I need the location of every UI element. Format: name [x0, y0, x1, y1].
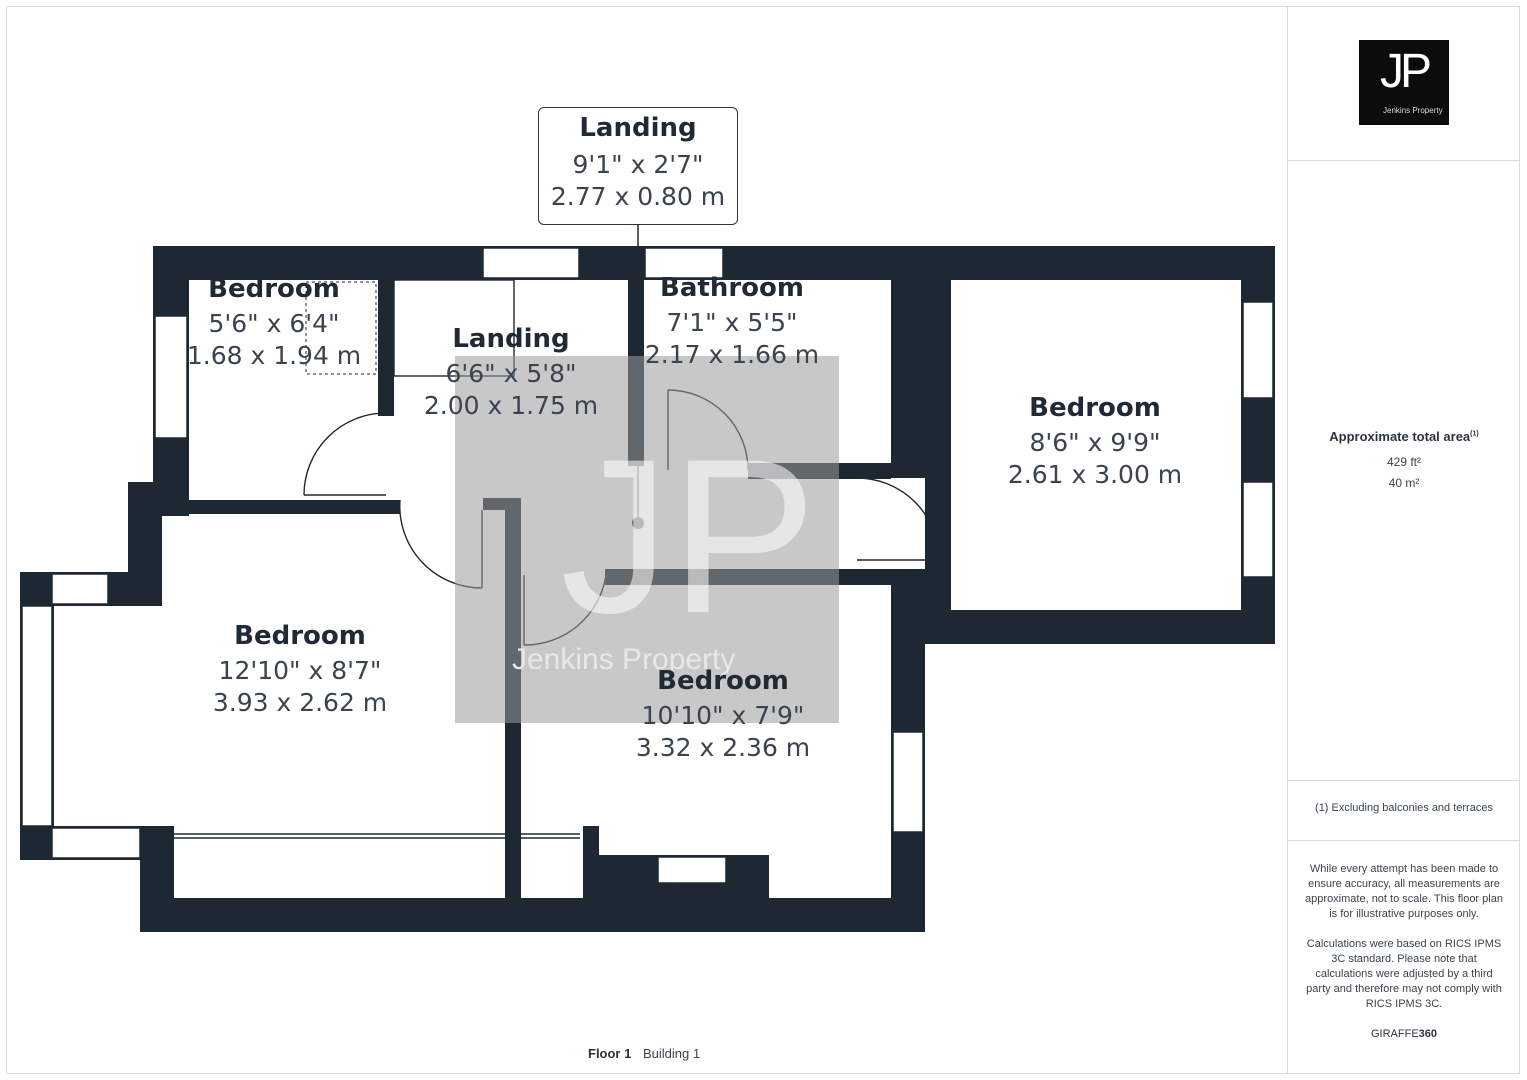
- room-label-bedroom-left: Bedroom 12'10" x 8'7" 3.93 x 2.62 m: [213, 621, 387, 719]
- area-title: Approximate total area: [1329, 429, 1471, 444]
- watermark-letters: JP: [560, 413, 817, 659]
- room-metric: 2.61 x 3.00 m: [1007, 460, 1183, 489]
- footnote: (1) Excluding balconies and terraces: [1315, 802, 1493, 814]
- area-m: 40 m²: [1388, 476, 1420, 490]
- room-label-bathroom: Bathroom 7'1" x 5'5" 2.17 x 1.66 m: [645, 273, 819, 371]
- brand-a: GIRAFFE: [1370, 1028, 1419, 1040]
- brand-mark: GIRAFFE360: [1288, 1028, 1520, 1040]
- room-imperial: 5'6" x 6'4": [208, 309, 340, 338]
- floor-name: Floor 1: [588, 1046, 632, 1061]
- watermark-box: [455, 356, 839, 723]
- sidebar-separator: [1288, 840, 1520, 841]
- room-label-landing: Landing 6'6" x 5'8" 2.00 x 1.75 m: [424, 324, 598, 422]
- room-name: Landing: [452, 324, 570, 354]
- sidebar-separator: [1288, 160, 1520, 161]
- room-name: Bedroom: [1029, 393, 1161, 423]
- logo-text: Jenkins Property: [1383, 106, 1443, 115]
- room-label-bedroom-small: Bedroom 5'6" x 6'4" 1.68 x 1.94 m: [187, 274, 361, 372]
- room-label-bedroom-right: Bedroom 8'6" x 9'9" 2.61 x 3.00 m: [1008, 393, 1182, 491]
- area-ft: 429 ft²: [1386, 455, 1422, 469]
- room-metric: 1.68 x 1.94 m: [186, 341, 362, 370]
- company-logo: JP Jenkins Property: [1359, 40, 1449, 125]
- room-imperial: 8'6" x 9'9": [1029, 428, 1161, 457]
- room-metric: 3.93 x 2.62 m: [212, 688, 388, 717]
- windows: [21, 247, 1274, 884]
- room-imperial: 6'6" x 5'8": [445, 359, 577, 388]
- room-imperial: 12'10" x 8'7": [218, 656, 382, 685]
- landing-callout: [538, 107, 738, 225]
- room-metric: 2.00 x 1.75 m: [423, 391, 599, 420]
- sidebar-divider: [1287, 6, 1288, 1074]
- plan-frame: [6, 6, 1520, 1074]
- room-metric: 2.17 x 1.66 m: [644, 340, 820, 369]
- logo-letters: JP: [1379, 45, 1432, 98]
- watermark-text: Jenkins Property: [512, 643, 736, 676]
- room-metric: 3.32 x 2.36 m: [635, 733, 811, 762]
- room-imperial: 7'1" x 5'5": [666, 308, 798, 337]
- room-imperial: 10'10" x 7'9": [641, 701, 805, 730]
- room-label-bedroom-middle: Bedroom 10'10" x 7'9" 3.32 x 2.36 m: [636, 666, 810, 764]
- room-name: Bedroom: [234, 621, 366, 651]
- room-metric: 2.77 x 0.80 m: [550, 182, 726, 211]
- sidebar-separator: [1288, 780, 1520, 781]
- building-name: Building 1: [642, 1046, 701, 1061]
- brand-b: 360: [1418, 1028, 1438, 1040]
- area-title-row: Approximate total area(1): [1288, 429, 1520, 444]
- room-name: Bedroom: [657, 666, 789, 696]
- room-imperial: 9'1" x 2'7": [572, 150, 704, 179]
- room-name: Bedroom: [208, 274, 340, 304]
- room-name: Landing: [579, 113, 697, 143]
- area-footnote-mark: (1): [1470, 430, 1479, 438]
- disclaimer: While every attempt has been made to ens…: [1305, 863, 1503, 920]
- calc-note: Calculations were based on RICS IPMS 3C …: [1306, 938, 1502, 1010]
- room-label-landing-callout: Landing 9'1" x 2'7" 2.77 x 0.80 m: [551, 113, 725, 213]
- floor-label: Floor 1 Building 1: [588, 1046, 700, 1061]
- room-name: Bathroom: [660, 273, 804, 303]
